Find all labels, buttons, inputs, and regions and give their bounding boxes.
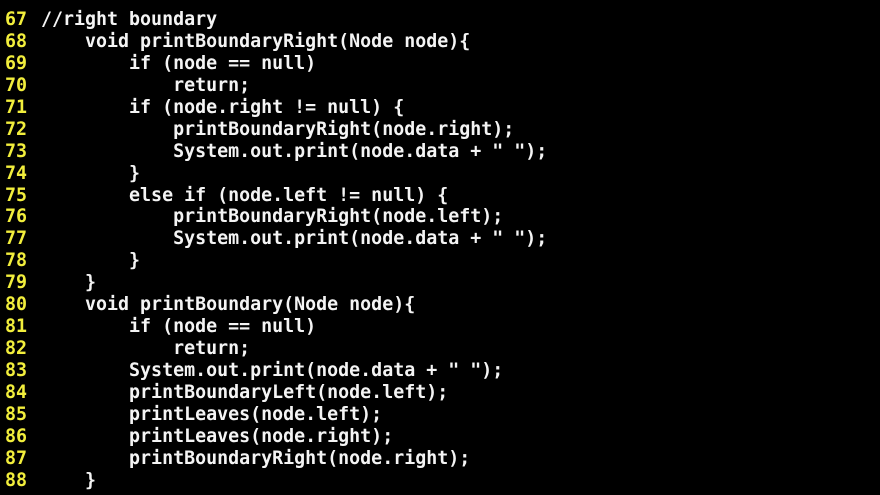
code-line-85[interactable]: 85 printLeaves(node.left);: [0, 404, 880, 426]
code-line-88[interactable]: 88 }: [0, 470, 880, 492]
line-number: 84: [5, 381, 28, 403]
code-text[interactable]: void printBoundary(Node node){: [41, 294, 416, 316]
code-line-68[interactable]: 68 void printBoundaryRight(Node node){: [0, 31, 880, 53]
code-text[interactable]: printLeaves(node.left);: [41, 403, 383, 425]
line-number: 83: [5, 360, 28, 381]
code-text[interactable]: else if (node.left != null) {: [41, 184, 449, 206]
line-number: 74: [5, 162, 28, 184]
code-text[interactable]: printBoundaryRight(node.right);: [41, 118, 515, 140]
code-text[interactable]: }: [41, 469, 97, 491]
line-number: 86: [5, 425, 28, 447]
code-text[interactable]: if (node == null): [41, 316, 317, 338]
code-line-67[interactable]: 67 //right boundary: [0, 9, 880, 31]
line-number: 82: [5, 338, 28, 360]
line-number: 85: [5, 403, 28, 425]
line-number: 78: [5, 250, 28, 272]
code-text[interactable]: if (node.right != null) {: [41, 96, 405, 118]
code-text[interactable]: }: [41, 272, 97, 294]
code-line-87[interactable]: 87 printBoundaryRight(node.right);: [0, 448, 880, 470]
code-line-86[interactable]: 86 printLeaves(node.right);: [0, 426, 880, 448]
line-number: 72: [5, 118, 28, 140]
code-line-71[interactable]: 71 if (node.right != null) {: [0, 97, 880, 119]
code-text[interactable]: printBoundaryLeft(node.left);: [41, 381, 449, 403]
line-number: 80: [5, 294, 28, 316]
code-text[interactable]: printBoundaryRight(node.right);: [41, 447, 471, 469]
code-line-82[interactable]: 82 return;: [0, 338, 880, 360]
line-number: 68: [5, 30, 28, 52]
line-number: 81: [5, 316, 28, 338]
code-line-70[interactable]: 70 return;: [0, 75, 880, 97]
code-text[interactable]: return;: [41, 338, 251, 360]
line-number: 79: [5, 272, 28, 294]
code-line-73[interactable]: 73 System.out.print(node.data + " ");: [0, 141, 880, 163]
code-text[interactable]: }: [41, 162, 141, 184]
code-text[interactable]: return;: [41, 74, 251, 96]
line-number: 77: [5, 228, 28, 250]
code-line-79[interactable]: 79 }: [0, 272, 880, 294]
code-line-77[interactable]: 77 System.out.print(node.data + " ");: [0, 228, 880, 250]
code-line-69[interactable]: 69 if (node == null): [0, 53, 880, 75]
line-number: 73: [5, 140, 28, 162]
code-line-84[interactable]: 84 printBoundaryLeft(node.left);: [0, 382, 880, 404]
code-line-72[interactable]: 72 printBoundaryRight(node.right);: [0, 119, 880, 141]
line-number: 87: [5, 447, 28, 469]
code-text[interactable]: System.out.print(node.data + " ");: [41, 140, 548, 162]
line-number: 75: [5, 184, 28, 206]
code-text[interactable]: System.out.print(node.data + " ");: [41, 228, 548, 250]
code-line-81[interactable]: 81 if (node == null): [0, 316, 880, 338]
code-text[interactable]: //right boundary: [41, 9, 218, 30]
code-editor[interactable]: 67 //right boundary 68 void printBoundary…: [0, 9, 880, 492]
code-line-80[interactable]: 80 void printBoundary(Node node){: [0, 294, 880, 316]
code-text[interactable]: if (node == null): [41, 52, 317, 74]
code-text[interactable]: printBoundaryRight(node.left);: [41, 206, 504, 228]
line-number: 88: [5, 469, 28, 491]
code-line-74[interactable]: 74 }: [0, 163, 880, 185]
line-number: 69: [5, 52, 28, 74]
line-number: 76: [5, 206, 28, 228]
code-line-83[interactable]: 83 System.out.print(node.data + " ");: [0, 360, 880, 382]
code-text[interactable]: printLeaves(node.right);: [41, 425, 394, 447]
line-number: 71: [5, 96, 28, 118]
code-line-75[interactable]: 75 else if (node.left != null) {: [0, 185, 880, 207]
line-number: 70: [5, 74, 28, 96]
code-text[interactable]: System.out.print(node.data + " ");: [41, 360, 504, 381]
code-line-78[interactable]: 78 }: [0, 250, 880, 272]
code-text[interactable]: }: [41, 250, 141, 272]
line-number: 67: [5, 9, 28, 30]
code-text[interactable]: void printBoundaryRight(Node node){: [41, 30, 471, 52]
code-line-76[interactable]: 76 printBoundaryRight(node.left);: [0, 206, 880, 228]
